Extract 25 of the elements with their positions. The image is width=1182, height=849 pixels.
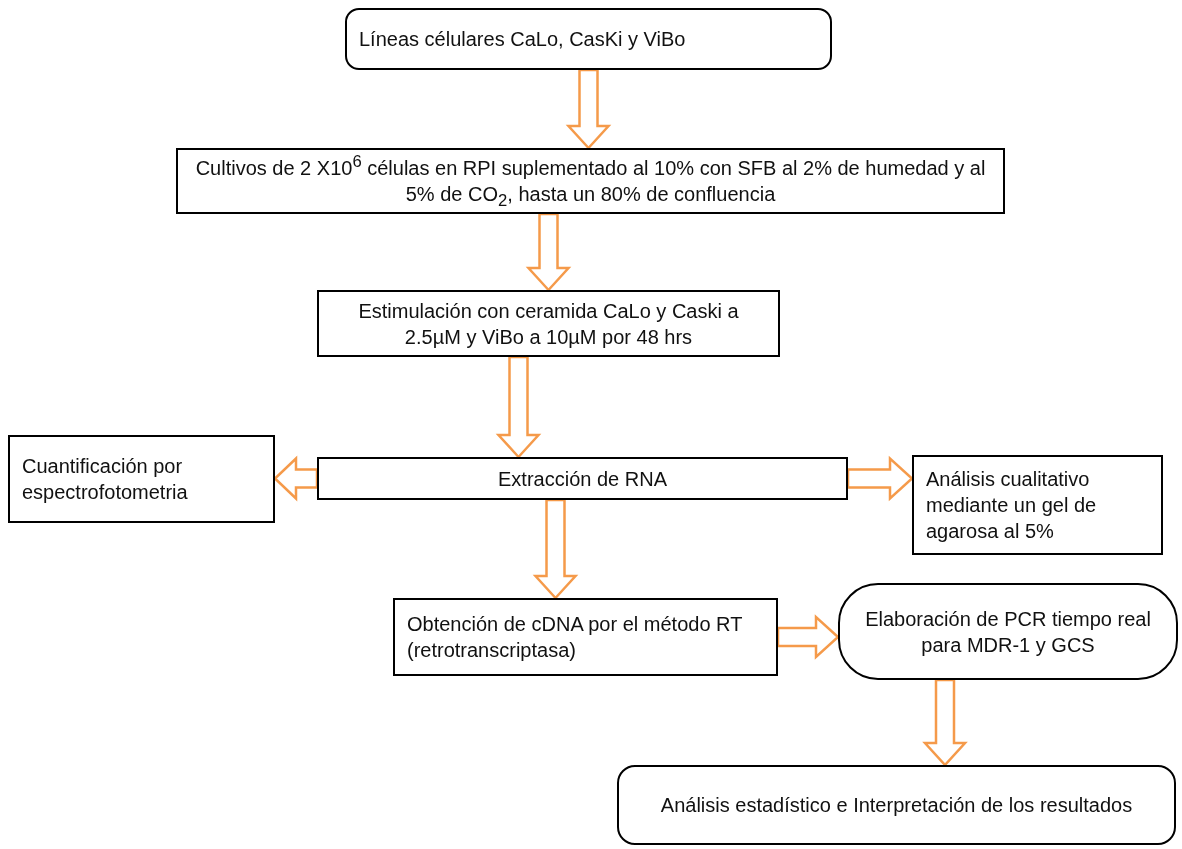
process-box xyxy=(8,435,275,523)
block-arrow xyxy=(565,68,612,150)
process-box xyxy=(317,290,780,357)
block-arrow xyxy=(532,498,579,600)
block-arrow xyxy=(846,455,914,502)
block-arrow xyxy=(776,614,840,660)
step-text: Cultivos de 2 X10$^{6}$ células en RPI suplementado al 10% con SFB al 2% de humedad y al 5% de CO$_{2}$, hasta un 80% de confluencia xyxy=(194,150,987,212)
step-text: Estimulación con ceramida CaLo y Caski a 2.5µM y ViBo a 10µM por 48 hrs xyxy=(357,298,740,350)
step-text: Elaboración de PCR tiempo real para MDR-1 y GCS xyxy=(864,606,1152,658)
process-box xyxy=(912,455,1163,555)
step-text: Líneas célulares CaLo, CasKi y ViBo xyxy=(359,27,686,52)
step-text: Análisis cualitativo mediante un gel de agarosa al 5% xyxy=(926,467,1098,544)
step-text: Obtención de cDNA por el método RT (retrotranscriptasa) xyxy=(407,612,743,663)
rounded-box xyxy=(617,765,1176,845)
rounded-box xyxy=(838,583,1178,680)
process-box xyxy=(393,598,778,676)
process-box xyxy=(317,457,848,500)
block-arrow xyxy=(525,212,572,292)
step-text: Cuantificación por espectrofotometria xyxy=(22,454,189,505)
step-text: Análisis estadístico e Interpretación de los resultados xyxy=(660,793,1133,818)
rounded-box xyxy=(345,8,832,70)
step-text: Extracción de RNA xyxy=(498,466,667,492)
block-arrow xyxy=(495,355,542,459)
block-arrow xyxy=(273,455,319,502)
block-arrow xyxy=(922,678,968,767)
